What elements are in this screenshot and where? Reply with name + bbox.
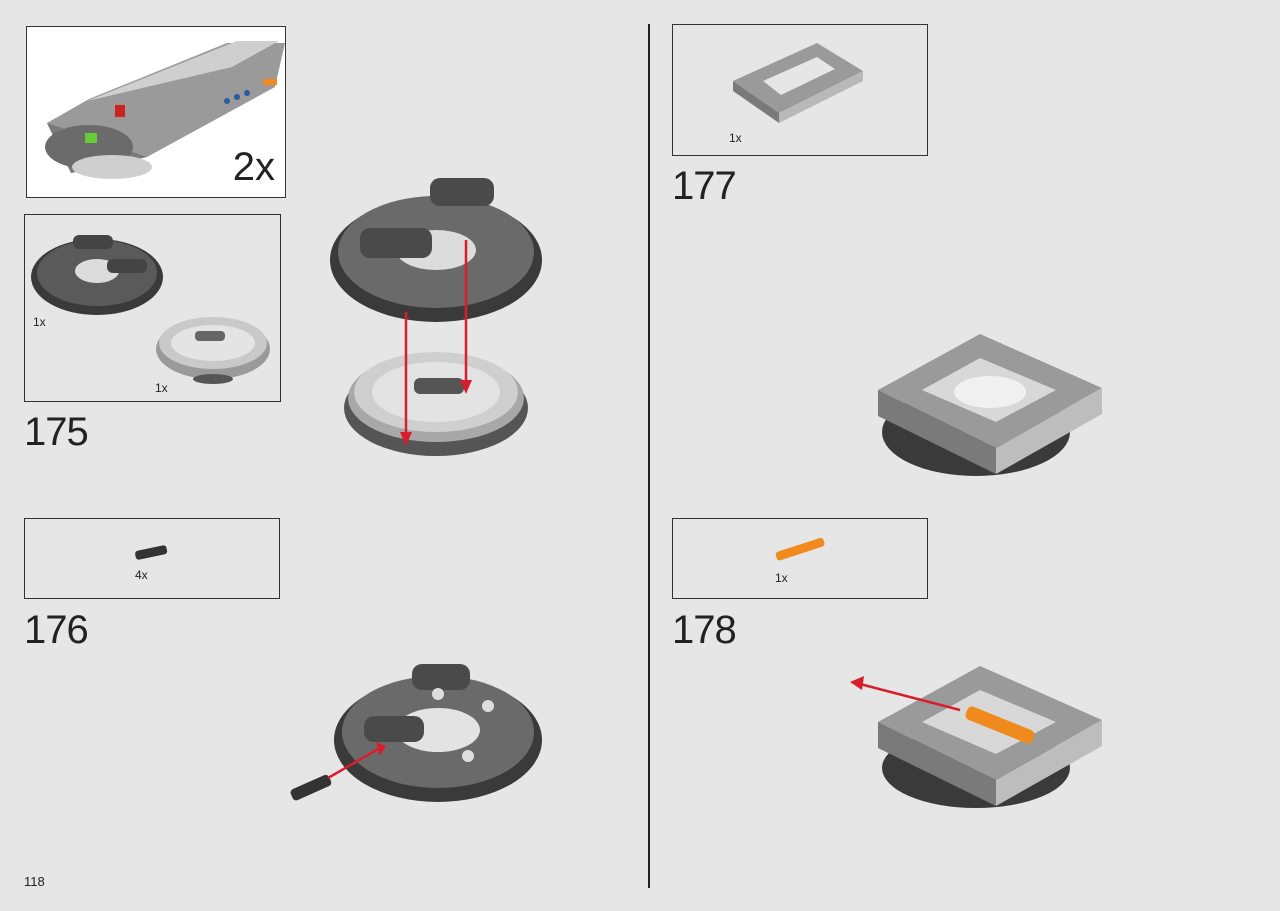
part-qty: 1x [155, 381, 168, 395]
step-175-assembly-image [330, 178, 542, 456]
axle-pin-orange-icon [775, 537, 825, 561]
step-number-177: 177 [672, 164, 737, 208]
step-178-assembly-image [850, 666, 1102, 808]
parts-list-step-175: 1x 1x [24, 214, 281, 402]
step-number-176: 176 [24, 608, 89, 652]
gear-turntable-top-icon [31, 235, 163, 315]
submodel-callout: 2x [26, 26, 286, 198]
part-qty: 1x [33, 315, 46, 329]
frame-5x7-icon [733, 43, 863, 123]
submodel-multiplier: 2x [232, 145, 275, 189]
parts-list-step-178: 1x [672, 518, 928, 599]
submodel-assembly-image [45, 41, 285, 179]
parts-list-step-177: 1x [672, 24, 928, 156]
axle-pin-black-icon [135, 545, 168, 560]
part-qty: 1x [729, 131, 742, 145]
step-176-assembly-image [290, 664, 542, 802]
step-number-175: 175 [24, 410, 89, 454]
step-number-178: 178 [672, 608, 737, 652]
turntable-base-icon [156, 317, 270, 384]
parts-list-step-176: 4x [24, 518, 280, 599]
step-177-assembly-image [878, 334, 1102, 476]
page-number: 118 [24, 874, 45, 889]
page-divider [648, 24, 650, 888]
part-qty: 4x [135, 568, 148, 582]
part-qty: 1x [775, 571, 788, 585]
